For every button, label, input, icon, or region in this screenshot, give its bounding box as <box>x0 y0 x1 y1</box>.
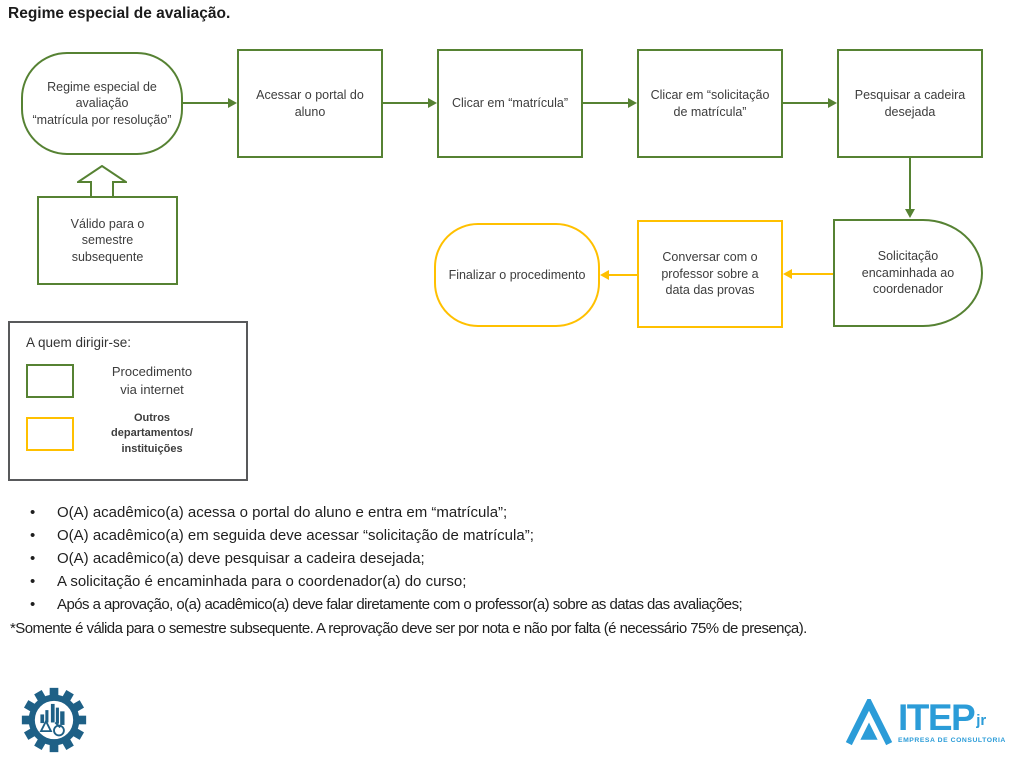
bullet-item: O(A) acadêmico(a) deve pesquisar a cadei… <box>10 548 1016 570</box>
itep-text-block: ITEP jr EMPRESA DE CONSULTORIA <box>898 699 1006 744</box>
legend-box: A quem dirigir-se: Procedimento via inte… <box>8 321 248 481</box>
flow-node-step6: Conversar com o professor sobre a data d… <box>637 220 783 328</box>
bullet-item: Após a aprovação, o(a) acadêmico(a) deve… <box>10 594 1016 616</box>
footnote-text: *Somente é válida para o semestre subseq… <box>10 620 807 637</box>
itep-tagline: EMPRESA DE CONSULTORIA <box>898 737 1006 744</box>
arrow-left-1 <box>783 269 833 279</box>
arrow-right-2 <box>383 98 437 108</box>
flow-node-step2: Clicar em “matrícula” <box>437 49 583 158</box>
legend-item-internet: Procedimento via internet <box>26 363 230 398</box>
flow-node-note: Válido para o semestre subsequente <box>37 196 178 285</box>
flow-node-step3: Clicar em “solicitação de matrícula” <box>637 49 783 158</box>
arrow-right-4 <box>783 98 837 108</box>
legend-label: Procedimento via internet <box>111 364 193 397</box>
bullet-list: O(A) acadêmico(a) acessa o portal do alu… <box>10 502 1016 616</box>
itep-logo: ITEP jr EMPRESA DE CONSULTORIA <box>845 699 1006 746</box>
flow-node-step5: Solicitação encaminhada ao coordenador <box>833 219 983 327</box>
notes-section: O(A) acadêmico(a) acessa o portal do alu… <box>10 502 1016 640</box>
legend-item-other-departments: Outros departamentos/ instituições <box>26 411 230 457</box>
flow-node-step1: Acessar o portal do aluno <box>237 49 383 158</box>
gear-logo <box>21 687 87 753</box>
green-swatch-icon <box>26 363 74 398</box>
bullet-item: O(A) acadêmico(a) acessa o portal do alu… <box>10 502 1016 524</box>
legend-label: Outros departamentos/ instituições <box>111 412 193 455</box>
page-title: Regime especial de avaliação. <box>8 5 231 22</box>
arrow-left-2 <box>600 270 637 280</box>
flow-node-start: Regime especial de avaliação “matrícula … <box>21 52 183 155</box>
arrow-right-3 <box>583 98 637 108</box>
bullet-item: A solicitação é encaminhada para o coord… <box>10 571 1016 593</box>
flow-node-end: Finalizar o procedimento <box>434 223 600 327</box>
legend-title: A quem dirigir-se: <box>26 335 132 350</box>
block-up-arrow <box>77 165 127 198</box>
flow-node-step4: Pesquisar a cadeira desejada <box>837 49 983 158</box>
arrow-down-1 <box>905 158 915 218</box>
itep-wordmark: ITEP jr <box>898 699 1006 736</box>
itep-name: ITEP <box>898 697 976 738</box>
arrow-right-1 <box>183 98 237 108</box>
itep-triangle-icon <box>845 699 893 746</box>
itep-jr-suffix: jr <box>976 712 987 729</box>
bullet-item: O(A) acadêmico(a) em seguida deve acessa… <box>10 525 1016 547</box>
yellow-swatch-icon <box>26 417 74 452</box>
